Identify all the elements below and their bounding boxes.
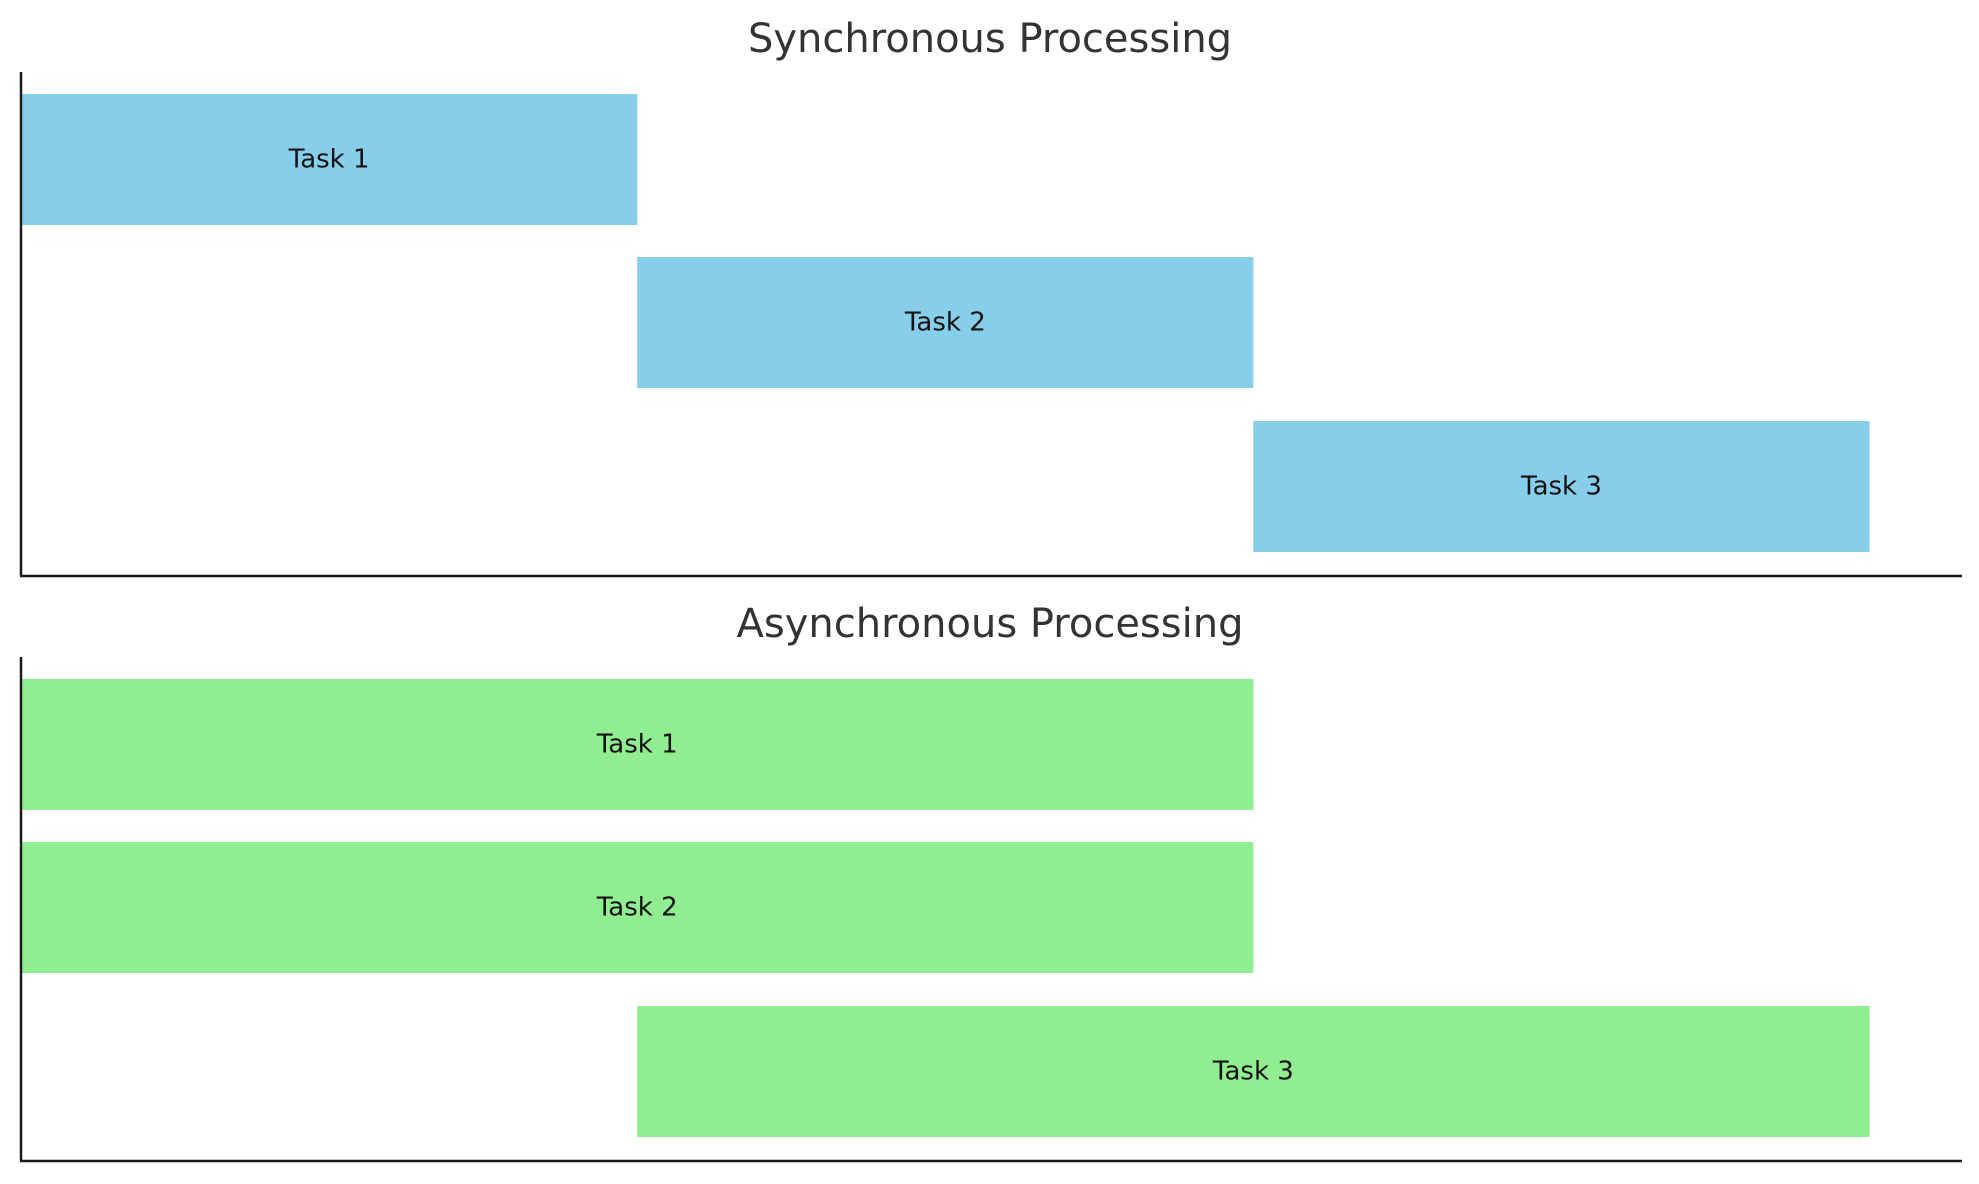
sync-bar-label-task-1: Task 1 bbox=[288, 145, 370, 175]
async-bar-task-3 bbox=[637, 1006, 1870, 1137]
async-bar-label-task-1: Task 1 bbox=[596, 730, 678, 760]
async-panel-title: Asynchronous Processing bbox=[737, 601, 1244, 647]
async-bars: Task 1 Task 2 Task 3 bbox=[21, 679, 1870, 1137]
sync-bar-label-task-2: Task 2 bbox=[904, 308, 986, 338]
async-bar-label-task-3: Task 3 bbox=[1212, 1057, 1294, 1087]
async-bar-task-1 bbox=[21, 679, 1254, 810]
sync-bar-task-1 bbox=[21, 94, 638, 225]
async-bar-task-2 bbox=[21, 842, 1254, 973]
async-bar-label-task-2: Task 2 bbox=[596, 893, 678, 923]
sync-bars: Task 1 Task 2 Task 3 bbox=[21, 94, 1870, 552]
sync-bar-label-task-3: Task 3 bbox=[1520, 472, 1602, 502]
sync-bar-task-3 bbox=[1253, 421, 1870, 552]
sync-panel-title: Synchronous Processing bbox=[748, 16, 1232, 62]
sync-bar-task-2 bbox=[637, 257, 1254, 388]
